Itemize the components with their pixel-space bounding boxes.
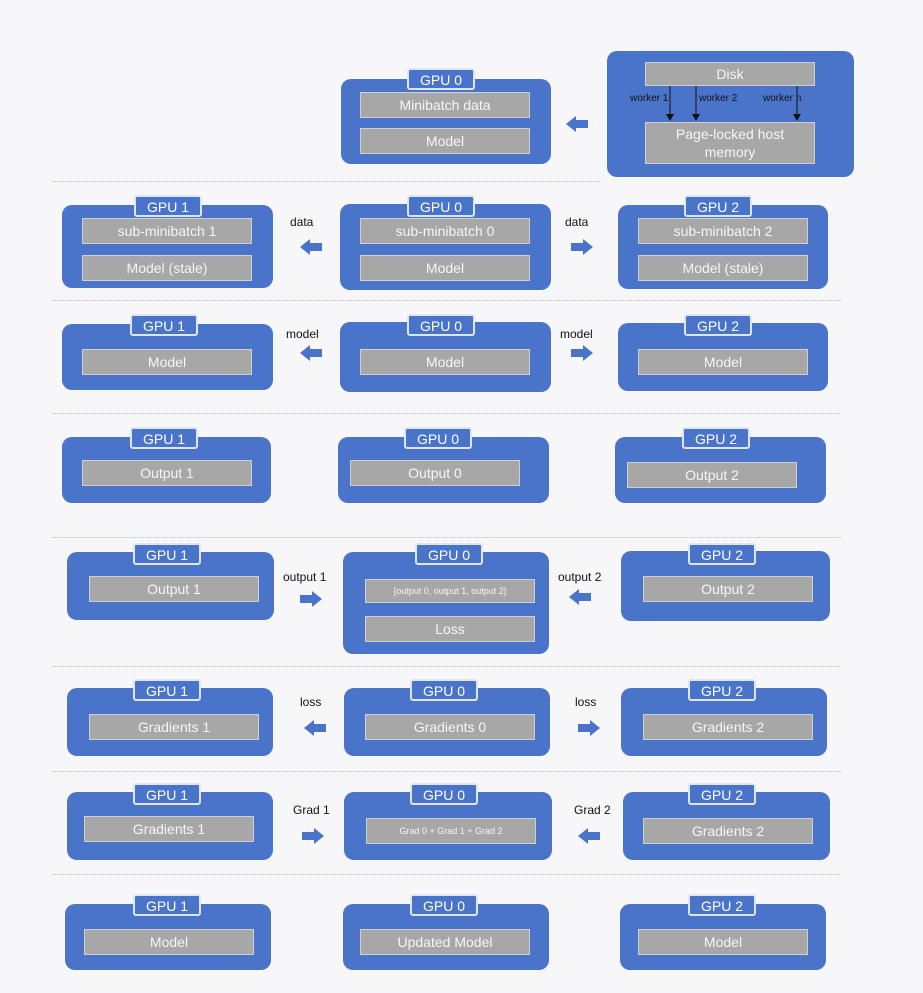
gpu-tab: GPU 0	[410, 679, 478, 701]
arrow-label: loss	[575, 695, 597, 709]
worker-arrows	[666, 86, 801, 121]
sub-minibatch: sub-minibatch 0	[360, 218, 530, 244]
model: Model	[82, 349, 252, 375]
arrow-left-icon	[300, 345, 322, 361]
gpu-tab: GPU 0	[410, 894, 478, 916]
arrow-left-icon	[566, 116, 588, 132]
sub-minibatch: sub-minibatch 2	[638, 218, 808, 244]
gpu-tab: GPU 1	[133, 679, 201, 701]
gpu-tab: GPU 2	[688, 543, 756, 565]
arrow-label: Grad 1	[293, 803, 330, 817]
arrow-right-icon	[302, 828, 324, 844]
arrow-right-icon	[578, 720, 600, 736]
updated-model: Updated Model	[360, 929, 530, 955]
output: Output 1	[82, 460, 252, 486]
worker-label: worker 2	[699, 93, 738, 104]
grad-sum: Grad 0 + Grad 1 + Grad 2	[366, 818, 536, 844]
gradients: Gradients 1	[84, 816, 254, 842]
gpu-tab: GPU 1	[133, 543, 201, 565]
arrow-right-icon	[300, 591, 322, 607]
model-stale: Model (stale)	[82, 255, 252, 281]
gpu-tab: GPU 1	[130, 314, 198, 336]
arrow-left-icon	[304, 720, 326, 736]
worker-label: worker n	[763, 93, 802, 104]
disk: Disk	[645, 62, 815, 86]
gpu-tab: GPU 1	[134, 195, 202, 217]
model: Model	[84, 929, 254, 955]
worker-label: worker 1	[630, 93, 669, 104]
separator	[52, 537, 842, 538]
gradients: Gradients 0	[365, 714, 535, 740]
model: Model	[638, 929, 808, 955]
separator	[52, 771, 842, 772]
separator	[52, 413, 842, 414]
gradients: Gradients 1	[89, 714, 259, 740]
arrow-left-icon	[578, 828, 600, 844]
loss: Loss	[365, 616, 535, 642]
gpu-tab: GPU 1	[133, 894, 201, 916]
separator	[52, 874, 842, 875]
arrow-label: loss	[300, 695, 322, 709]
gpu-tab: GPU 2	[682, 427, 750, 449]
gpu-tab: GPU 1	[133, 783, 201, 805]
separator	[52, 666, 842, 667]
gradients: Gradients 2	[643, 714, 813, 740]
gpu-tab: GPU 0	[404, 427, 472, 449]
arrow-label: model	[560, 327, 593, 341]
gpu-tab: GPU 2	[688, 894, 756, 916]
separator	[52, 300, 842, 301]
arrow-right-icon	[571, 345, 593, 361]
output: Output 0	[350, 460, 520, 486]
gpu-tab: GPU 0	[410, 783, 478, 805]
gpu-tab: GPU 0	[407, 195, 475, 217]
minibatch-data: Minibatch data	[360, 92, 530, 118]
gradients: Gradients 2	[643, 818, 813, 844]
output: Output 2	[627, 462, 797, 488]
arrow-label: data	[290, 215, 314, 229]
arrow-right-icon	[571, 239, 593, 255]
gpu-tab: GPU 0	[415, 543, 483, 565]
arrow-label: output 1	[283, 570, 327, 584]
gpu-tab: GPU 2	[688, 783, 756, 805]
gpu-tab: GPU 1	[130, 427, 198, 449]
separator	[52, 181, 600, 182]
model: Model	[360, 255, 530, 281]
arrow-label: model	[286, 327, 319, 341]
gpu-tab: GPU 2	[684, 314, 752, 336]
arrow-label: output 2	[558, 570, 602, 584]
model: Model	[360, 349, 530, 375]
output: Output 1	[89, 576, 259, 602]
arrow-left-icon	[300, 239, 322, 255]
gpu-tab: GPU 2	[684, 195, 752, 217]
output: Output 2	[643, 576, 813, 602]
arrow-label: data	[565, 215, 589, 229]
page-locked-memory: Page-locked host memory	[645, 122, 815, 164]
arrow-label: Grad 2	[574, 803, 611, 817]
sub-minibatch: sub-minibatch 1	[82, 218, 252, 244]
gpu-tab: GPU 0	[407, 314, 475, 336]
model: Model	[638, 349, 808, 375]
model: Model	[360, 128, 530, 154]
output-list: [output 0, output 1, output 2]	[365, 579, 535, 603]
model-stale: Model (stale)	[638, 255, 808, 281]
arrow-left-icon	[569, 589, 591, 605]
gpu-tab: GPU 2	[688, 679, 756, 701]
gpu-tab: GPU 0	[407, 68, 475, 90]
